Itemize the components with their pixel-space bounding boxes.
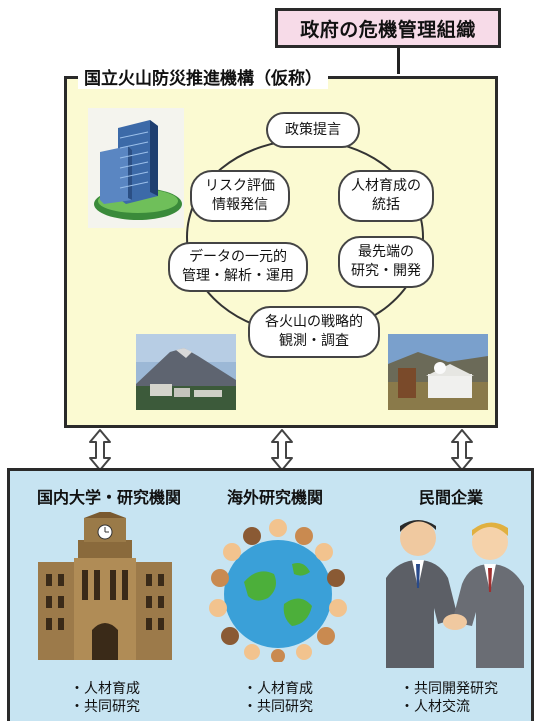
- observatory-photo: [388, 334, 488, 410]
- partner-item: ・人材育成: [70, 681, 140, 697]
- function-observation: 各火山の戦略的 観測・調査: [248, 306, 380, 358]
- connector-line: [397, 48, 400, 74]
- partner-name-domestic: 国内大学・研究機関: [36, 488, 181, 507]
- handshake-illustration: [378, 508, 528, 668]
- partner-item: ・共同研究: [243, 699, 313, 715]
- partner-items-domestic: ・人材育成 ・共同研究: [70, 680, 140, 716]
- partner-item: ・人材交流: [400, 699, 470, 715]
- partner-name-overseas: 海外研究機関: [226, 488, 323, 507]
- partner-item: ・共同研究: [70, 699, 140, 715]
- government-box: 政府の危機管理組織: [275, 8, 501, 48]
- university-illustration: [30, 512, 180, 662]
- link-arrows: [89, 429, 473, 471]
- building-photo: [88, 108, 184, 228]
- function-research: 最先端の 研究・開発: [338, 236, 434, 288]
- organization-title: 国立火山防災推進機構（仮称）: [78, 64, 328, 89]
- partner-name-private: 民間企業: [418, 488, 483, 507]
- function-policy: 政策提言: [266, 112, 360, 148]
- partner-item: ・共同開発研究: [400, 681, 498, 697]
- volcano-photo: [136, 334, 236, 410]
- partner-item: ・人材育成: [243, 681, 313, 697]
- partner-items-overseas: ・人材育成 ・共同研究: [243, 680, 313, 716]
- globe-illustration: [208, 512, 348, 662]
- function-hr-coordination: 人材育成の 統括: [338, 170, 434, 222]
- government-label: 政府の危機管理組織: [300, 18, 476, 41]
- function-risk-info: リスク評価 情報発信: [190, 170, 290, 222]
- partner-items-private: ・共同開発研究 ・人材交流: [400, 680, 498, 716]
- function-data: データの一元的 管理・解析・運用: [168, 242, 308, 292]
